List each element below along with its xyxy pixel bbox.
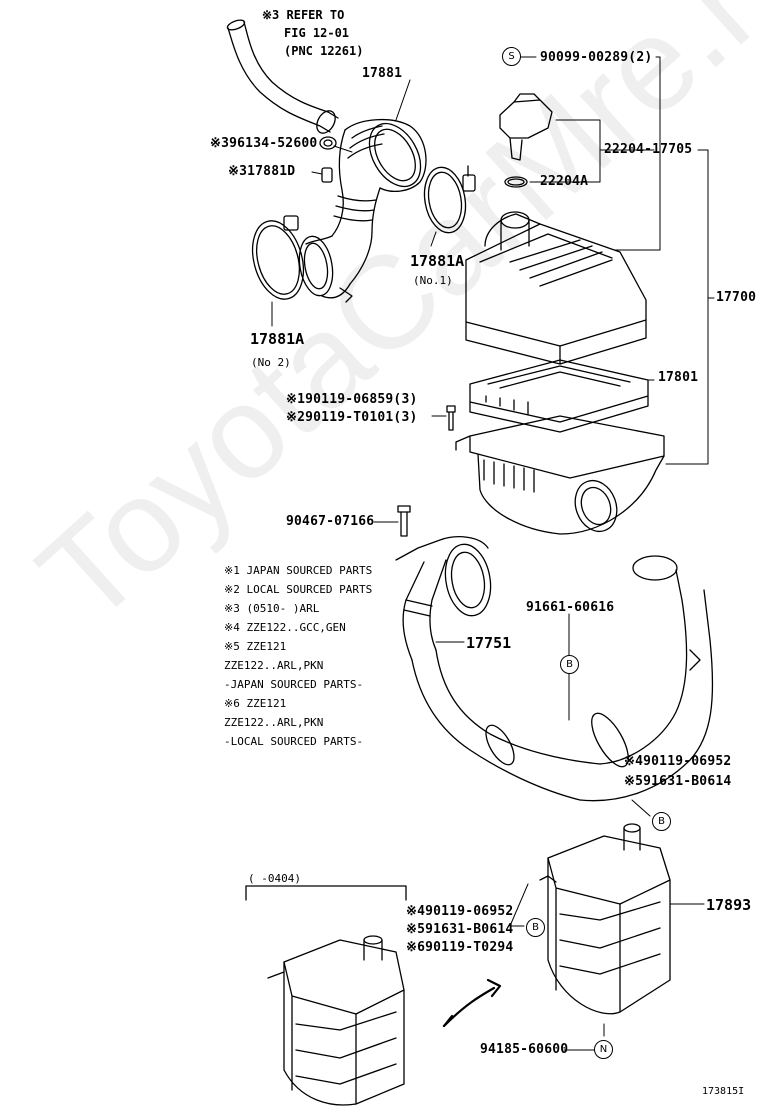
label-17700[interactable]: 17700 (716, 290, 757, 305)
label-90119-06952-a[interactable]: ※490119-06952 (624, 754, 732, 769)
label-90099-00289[interactable]: 90099-00289(2) (540, 50, 653, 65)
callout-b-1: B (560, 655, 579, 674)
note-5-cont-1: ZZE122..ARL,PKN (224, 659, 324, 672)
refer-line3: (PNC 12261) (284, 44, 364, 58)
label-17881[interactable]: 17881 (362, 66, 403, 81)
label-22204a[interactable]: 22204A (540, 174, 589, 189)
hose-17881-drawing (226, 19, 427, 303)
label-17881a-no1[interactable]: 17881A (410, 252, 465, 270)
range-bracket (245, 885, 407, 901)
callout-b-3: B (526, 918, 545, 937)
note-3: ※3 (0510- )ARL (224, 602, 320, 615)
figure-number: 173815I (702, 1086, 745, 1097)
callout-s: S (502, 47, 521, 66)
leader-lines (271, 56, 715, 1051)
label-range: ( -0404) (248, 872, 301, 885)
resonator-17893-drawing (539, 823, 671, 1015)
label-17881d[interactable]: ※317881D (228, 164, 296, 179)
note-6: ※6 ZZE121 (224, 697, 287, 710)
label-17881a-no2[interactable]: 17881A (250, 330, 305, 348)
note-5: ※5 ZZE121 (224, 640, 287, 653)
label-91631-b0614-b[interactable]: ※591631-B0614 (406, 922, 514, 937)
label-90119-06859[interactable]: ※190119-06859(3) (286, 392, 418, 407)
note-2: ※2 LOCAL SOURCED PARTS (224, 583, 373, 596)
sensor-22204-drawing (499, 93, 553, 188)
note-5-cont-2: -JAPAN SOURCED PARTS- (224, 678, 364, 691)
duct-17751-drawing (395, 536, 714, 802)
label-91661-60616[interactable]: 91661-60616 (526, 600, 615, 615)
label-90467-07166[interactable]: 90467-07166 (286, 514, 375, 529)
note-1: ※1 JAPAN SOURCED PARTS (224, 564, 373, 577)
resonator-left-drawing (267, 935, 405, 1106)
label-17751[interactable]: 17751 (466, 634, 512, 652)
callout-n: N (594, 1040, 613, 1059)
label-94185-60600[interactable]: 94185-60600 (480, 1042, 569, 1057)
label-90119-06952-b[interactable]: ※490119-06952 (406, 904, 514, 919)
label-22204-17705[interactable]: 22204-17705 (604, 142, 693, 157)
air-cleaner-drawing (455, 211, 665, 535)
callout-b-2: B (652, 812, 671, 831)
note-6-cont-2: -LOCAL SOURCED PARTS- (224, 735, 364, 748)
label-17881a-no1-note: (No.1) (413, 274, 453, 287)
note-6-cont-1: ZZE122..ARL,PKN (224, 716, 324, 729)
label-17893[interactable]: 17893 (706, 896, 752, 914)
refer-line1: ※3 REFER TO (262, 8, 345, 22)
label-90119-t0294[interactable]: ※690119-T0294 (406, 940, 514, 955)
direction-arrow (442, 978, 502, 1028)
clamp-17881a-no2-drawing (251, 215, 305, 300)
clamp-17881a-no1-drawing (423, 165, 476, 234)
note-4: ※4 ZZE122..GCC,GEN (224, 621, 346, 634)
label-90119-t0101[interactable]: ※290119-T0101(3) (286, 410, 418, 425)
label-17801[interactable]: 17801 (658, 370, 699, 385)
label-17881a-no2-note: (No 2) (251, 356, 291, 369)
refer-line2: FIG 12-01 (284, 26, 350, 40)
bolts-drawing (397, 405, 456, 537)
label-96134-52600[interactable]: ※396134-52600 (210, 136, 318, 151)
label-91631-b0614-a[interactable]: ※591631-B0614 (624, 774, 732, 789)
